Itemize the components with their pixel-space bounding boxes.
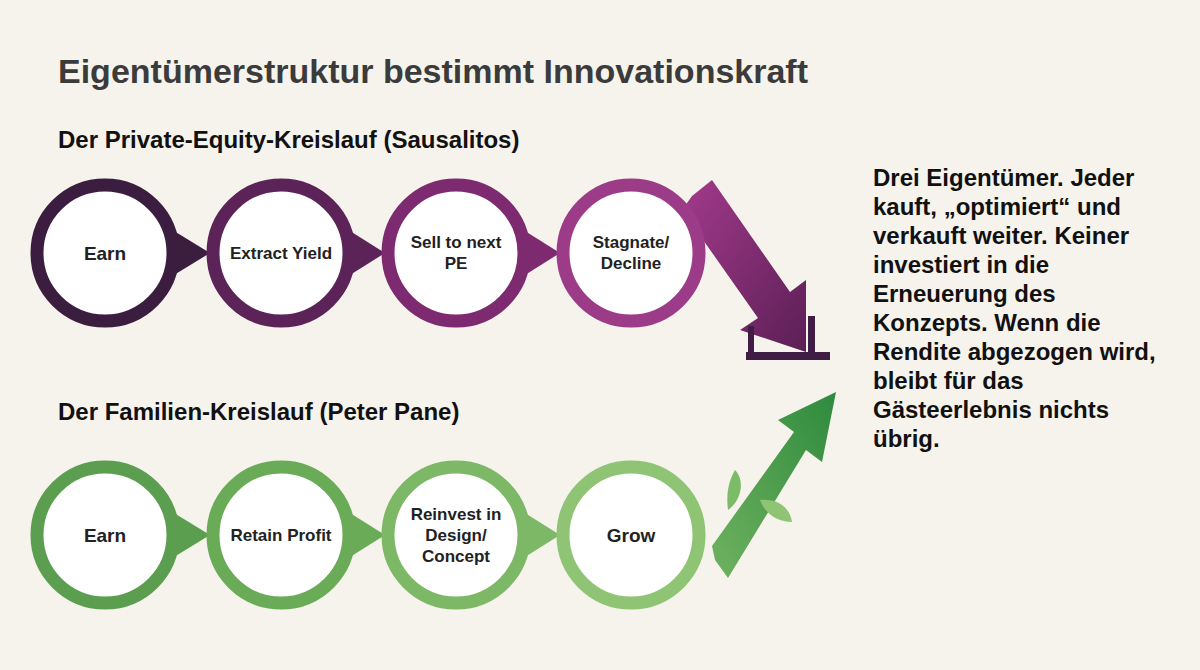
title: Eigentümerstruktur bestimmt Innovationsk… xyxy=(58,52,808,91)
node-label: Earn xyxy=(84,524,126,547)
node-label: Earn xyxy=(84,242,126,265)
leaf xyxy=(760,500,792,522)
process-circle: Grow xyxy=(556,460,706,610)
node-label: Sell to next PE xyxy=(399,232,513,274)
node-label: Extract Yield xyxy=(230,243,332,264)
node-label: Reinvest in Design/ Concept xyxy=(399,504,513,567)
circle-outline xyxy=(556,178,706,328)
node-label: Stagnate/ Decline xyxy=(574,232,688,274)
process-circle: Retain Profit xyxy=(206,460,356,610)
process-circle: Earn xyxy=(30,178,180,328)
section-heading: Der Familien-Kreislauf (Peter Pane) xyxy=(58,398,459,426)
process-circle: Stagnate/ Decline xyxy=(556,178,706,328)
section-heading: Der Private-Equity-Kreislauf (Sausalitos… xyxy=(58,126,519,154)
circle-outline xyxy=(381,178,531,328)
process-circle: Extract Yield xyxy=(206,178,356,328)
node-label: Retain Profit xyxy=(230,525,331,546)
process-circle: Earn xyxy=(30,460,180,610)
process-circle: Sell to next PE xyxy=(381,178,531,328)
side-note: Drei Eigentümer. Jeder kauft, „optimiert… xyxy=(873,163,1173,453)
node-label: Grow xyxy=(607,524,656,547)
floor-symbol xyxy=(746,316,830,360)
grow-arrow xyxy=(712,392,836,578)
leaf xyxy=(727,470,741,510)
process-circle: Reinvest in Design/ Concept xyxy=(381,460,531,610)
